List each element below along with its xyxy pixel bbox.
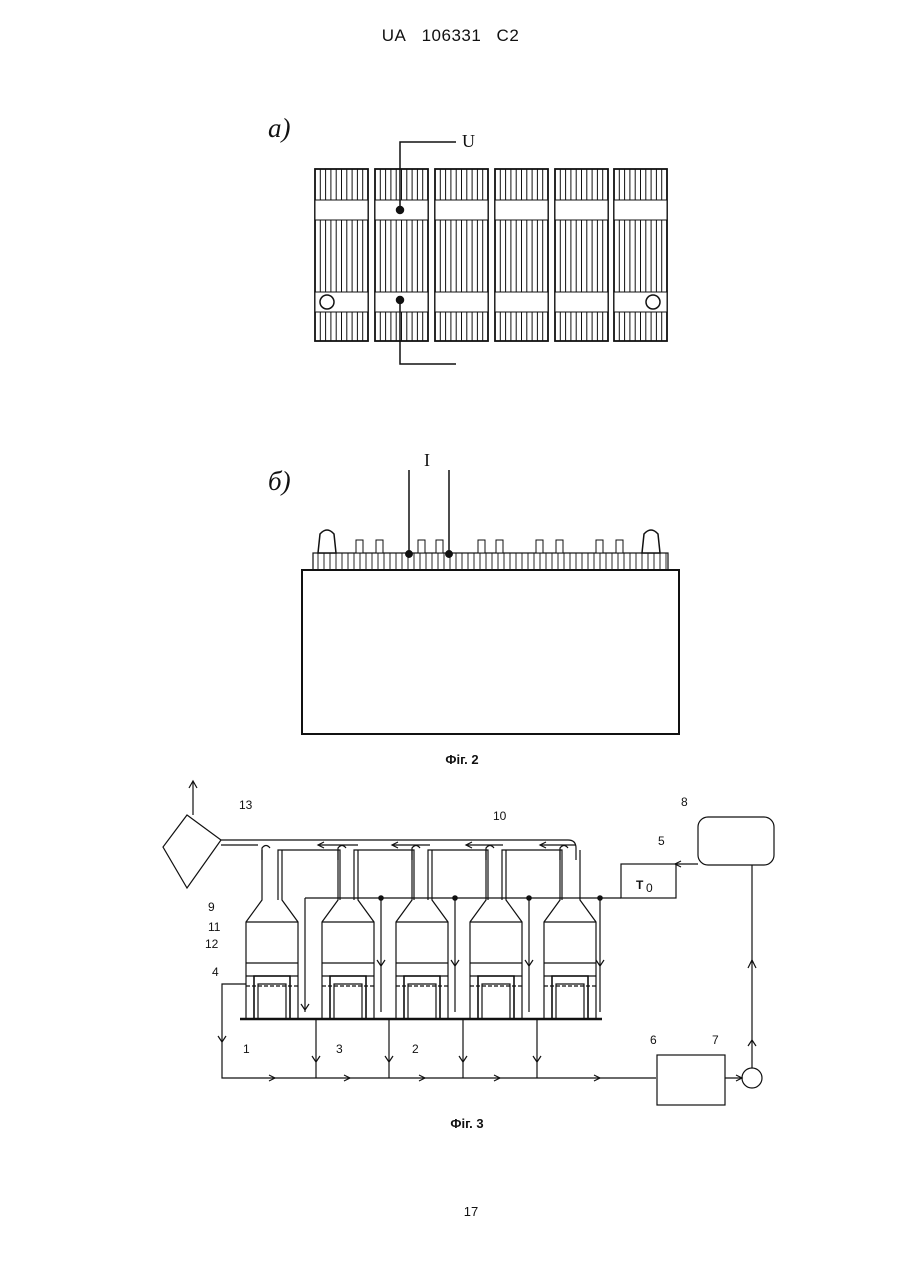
sub-label-a: a) [268,113,291,143]
post-right [642,530,660,553]
plate-block [330,976,366,1019]
upper-band [614,200,667,220]
label-6: 6 [650,1033,657,1047]
label-5: 5 [658,834,665,848]
plate-block [478,976,514,1019]
drain-line [222,984,656,1078]
upper-band [495,200,548,220]
block-6-7 [657,1055,725,1105]
upper-band [435,200,488,220]
plate-block [404,976,440,1019]
label-10: 10 [493,809,507,823]
voltage-label: U [462,131,475,151]
battery-top-view [315,169,667,341]
plate-inner [482,984,510,1019]
terminal-left [320,295,334,309]
label-12: 12 [205,937,219,951]
connector-post [616,540,623,553]
sub-label-b: б) [268,466,291,496]
connector-post [436,540,443,553]
supply-drops [301,896,604,1012]
connector-post [376,540,383,553]
plate-inner [334,984,362,1019]
upper-band [315,200,368,220]
label-1: 1 [243,1042,250,1056]
label-7: 7 [712,1033,719,1047]
connector-post [356,540,363,553]
connector-post [496,540,503,553]
gas-outlet [486,846,494,861]
battery-case [302,570,679,734]
tank-8 [698,817,774,865]
cell-2 [375,169,428,341]
label-9: 9 [208,900,215,914]
fig3-schematic: T 0 [163,781,774,1105]
voltage-probe-bottom [397,297,404,304]
current-probe-1 [406,551,412,557]
current-probe-2 [446,551,452,557]
gas-outlet [560,846,568,861]
cell-4 [495,169,548,341]
gas-outlet [262,846,270,861]
connector-post [556,540,563,553]
chamber [502,850,562,900]
fig3-labels: 13 10 8 5 9 11 12 4 1 3 2 6 7 [205,795,719,1056]
cell-5 [555,169,608,341]
collector-arrows [262,842,576,860]
battery-top-strip [313,553,668,570]
fig3-cell-4 [470,850,522,1019]
current-leads: I [406,450,452,557]
connector-post [478,540,485,553]
terminal-right [646,295,660,309]
lower-band [495,292,548,312]
fig3-cell-2 [322,850,374,1019]
connector-post [596,540,603,553]
label-3: 3 [336,1042,343,1056]
fig3-cell-5 [544,850,596,1019]
drain-arrows [269,1019,600,1081]
voltage-probe-top [397,207,404,214]
fig3-cell-3 [396,850,448,1019]
plate-inner [556,984,584,1019]
connector-post [418,540,425,553]
plate-block [254,976,290,1019]
current-label: I [424,450,430,470]
pump-circle [742,1068,762,1088]
cell-1 [315,169,368,341]
cell-6 [614,169,667,341]
gas-outlet [338,846,346,861]
label-4: 4 [212,965,219,979]
fig3-caption: Фіг. 3 [450,1116,483,1131]
gas-outlet [412,846,420,861]
cell-3 [435,169,488,341]
plate-inner [408,984,436,1019]
plate-block [552,976,588,1019]
chamber [354,850,414,900]
label-2: 2 [412,1042,419,1056]
post-left [318,530,336,553]
plate-inner [258,984,286,1019]
chamber [278,850,340,900]
separator-rhombus [163,815,221,888]
label-13: 13 [239,798,253,812]
lower-band [555,292,608,312]
lower-band [435,292,488,312]
battery-side-view [302,530,679,734]
chamber [428,850,488,900]
connector-post [536,540,543,553]
upper-band [555,200,608,220]
t0-label: T [636,878,644,892]
page-number: 17 [0,1204,901,1219]
fig3-cell-1 [246,850,298,1019]
battery-cells [246,850,596,1019]
battery-posts [318,530,660,553]
fig2-caption: Фіг. 2 [445,752,478,767]
label-11: 11 [208,920,221,934]
t0-subscript: 0 [646,881,653,895]
label-8: 8 [681,795,688,809]
